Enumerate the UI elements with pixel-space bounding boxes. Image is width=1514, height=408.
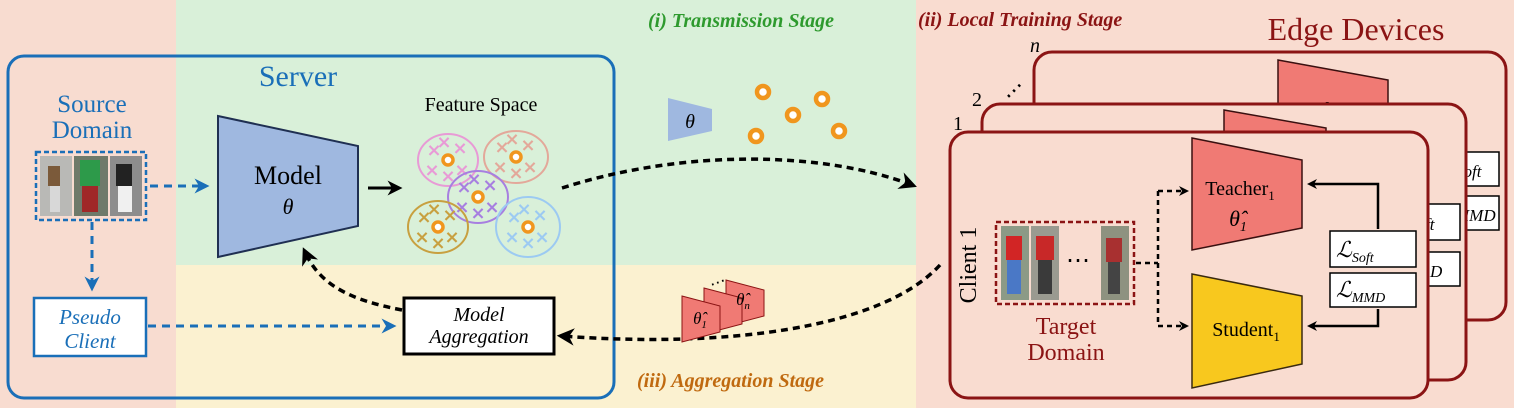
- feature-space-clusters: ××××××××××××××××××××××××××××××: [407, 129, 561, 258]
- feature-point: ×: [454, 197, 469, 218]
- feature-point: ×: [436, 132, 451, 153]
- cluster-lightblue: ××××××: [495, 196, 561, 258]
- aggregation-to-model-arrow: [302, 247, 403, 312]
- feature-point: ×: [430, 233, 445, 254]
- client-stack-label-1: 1: [953, 113, 963, 135]
- feature-point: ×: [508, 163, 523, 184]
- feature-point: ×: [504, 227, 519, 248]
- feature-point: ×: [466, 169, 481, 190]
- feature-point: ×: [520, 233, 535, 254]
- feature-point: ×: [506, 207, 521, 228]
- target-domain-label-line1: Target: [1036, 314, 1097, 340]
- mmd-loss-label: ℒMMD: [1336, 277, 1385, 306]
- teacher-label: Teacher1: [1205, 178, 1275, 203]
- svg-text:D: D: [1429, 262, 1443, 281]
- server-title: Server: [259, 60, 337, 93]
- mmd-loss-to-student-arrow: [1307, 309, 1380, 331]
- feature-point: ×: [484, 197, 499, 218]
- target-images-dots: ⋯: [1066, 248, 1090, 274]
- feature-point: ×: [534, 227, 549, 248]
- feature-point: ×: [424, 160, 439, 181]
- upload-arrow: [556, 263, 942, 346]
- feature-point: ×: [442, 205, 457, 226]
- prototype-dot: [813, 90, 831, 108]
- cluster-prototype: [431, 220, 445, 234]
- cluster-pink: ××××××: [417, 132, 479, 187]
- edge-devices-title: Edge Devices: [1268, 11, 1445, 47]
- pseudo-client-label-line1: Pseudo: [58, 305, 121, 329]
- cluster-prototype: [441, 153, 455, 167]
- transmission-stage-label: (i) Transmission Stage: [648, 10, 834, 32]
- feature-point: ×: [522, 157, 537, 178]
- svg-text:ft: ft: [1425, 215, 1436, 234]
- model-aggregation-box: [402, 296, 556, 356]
- cluster-purple: ××××××: [447, 169, 509, 224]
- target-domain-label-line2: Domain: [1027, 340, 1104, 366]
- server-model-shape: [217, 114, 359, 259]
- client-1-label: Client 1: [956, 227, 982, 304]
- pseudo-client-box: [32, 296, 148, 358]
- feature-point: ×: [416, 207, 431, 228]
- local-training-stage-label: (ii) Local Training Stage: [918, 9, 1122, 31]
- server-model-label: Model: [254, 161, 322, 190]
- teacher-model-shape: [1191, 137, 1303, 251]
- feature-point: ×: [426, 199, 441, 220]
- feature-point: ×: [470, 203, 485, 224]
- feature-point: ×: [516, 199, 531, 220]
- uploaded-param-dots: ⋯: [708, 272, 729, 293]
- soft-loss-label: ℒSoft: [1336, 237, 1375, 266]
- feature-point: ×: [440, 166, 455, 187]
- transmitted-model-param: θ: [685, 111, 695, 133]
- feature-point: ×: [426, 140, 441, 161]
- feature-point: ×: [492, 157, 507, 178]
- server-box: [6, 54, 616, 400]
- feature-point: ×: [520, 135, 535, 156]
- client-card-1: [948, 130, 1430, 400]
- feature-point: ×: [482, 175, 497, 196]
- prototype-dot: [784, 106, 802, 124]
- prototype-dot: [830, 122, 848, 140]
- student-label: Student1: [1212, 319, 1280, 344]
- soft-loss-box: [1329, 230, 1417, 268]
- uploaded-client-models: θ̂n θ̂1 ⋯: [681, 272, 765, 343]
- feature-point: ×: [454, 160, 469, 181]
- feature-space-label: Feature Space: [425, 94, 538, 116]
- client-stack-label-2: 2: [972, 89, 982, 111]
- transmitted-model-shape: [668, 98, 712, 141]
- aggregation-stage-label: (iii) Aggregation Stage: [637, 370, 824, 392]
- source-domain-label-line1: Source: [57, 91, 126, 118]
- prototype-dot: [754, 83, 772, 101]
- student-model-shape: [1191, 273, 1303, 389]
- mmd-loss-box: [1329, 272, 1417, 308]
- feature-point: ×: [532, 205, 547, 226]
- pseudo-client-label-line2: Client: [64, 329, 116, 353]
- cluster-prototype: [521, 220, 535, 234]
- cluster-prototype: [509, 150, 523, 164]
- feature-point: ×: [494, 137, 509, 158]
- client-stack-label-n: n: [1030, 35, 1040, 57]
- feature-point: ×: [452, 138, 467, 159]
- cluster-salmon: ××××××: [483, 129, 549, 184]
- source-domain-label-line2: Domain: [52, 117, 133, 144]
- transmitted-prototypes: [747, 83, 848, 145]
- cluster-olive: ××××××: [407, 199, 469, 254]
- soft-loss-to-teacher-arrow: [1307, 179, 1380, 229]
- cluster-prototype: [471, 190, 485, 204]
- target-domain-images: ⋯: [994, 220, 1136, 306]
- model-aggregation-label-line1: Model: [452, 304, 505, 326]
- feature-point: ×: [504, 129, 519, 150]
- transmission-arrow: [561, 157, 917, 190]
- feature-point: ×: [444, 227, 459, 248]
- feature-point: ×: [414, 227, 429, 248]
- prototype-dot: [747, 127, 765, 145]
- feature-point: ×: [456, 177, 471, 198]
- model-aggregation-label-line2: Aggregation: [427, 326, 528, 348]
- server-model-param: θ: [283, 194, 294, 219]
- source-domain-images: [34, 150, 148, 222]
